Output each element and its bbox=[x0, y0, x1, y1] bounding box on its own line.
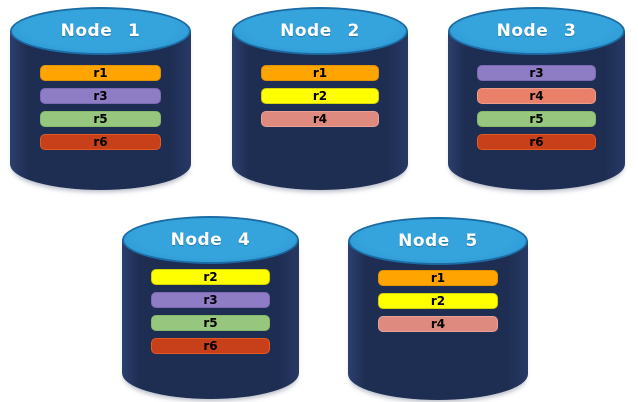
replica-r1: r1 bbox=[261, 65, 379, 81]
db-node-1: Node 1 r1 r3 r5 r6 bbox=[10, 7, 191, 190]
cylinder-body bbox=[232, 31, 408, 190]
replica-r2: r2 bbox=[151, 269, 270, 285]
cylinder-top: Node 4 bbox=[122, 216, 299, 264]
node-title: Node 5 bbox=[398, 231, 478, 251]
db-node-3: Node 3 r3 r4 r5 r6 bbox=[448, 7, 625, 190]
replica-r4: r4 bbox=[477, 88, 596, 104]
replica-r6: r6 bbox=[477, 134, 596, 150]
cylinder-body bbox=[448, 31, 625, 190]
replica-list: r2 r3 r5 r6 bbox=[122, 269, 299, 354]
cylinder-top: Node 3 bbox=[448, 7, 625, 55]
replica-list: r1 r2 r4 bbox=[348, 270, 528, 332]
replica-r2: r2 bbox=[261, 88, 379, 104]
replica-r1: r1 bbox=[377, 270, 499, 286]
replica-r5: r5 bbox=[151, 315, 270, 331]
node-title: Node 1 bbox=[60, 21, 141, 41]
cylinder-top: Node 5 bbox=[348, 217, 528, 265]
replica-list: r1 r2 r4 bbox=[232, 65, 408, 127]
replica-r3: r3 bbox=[39, 88, 162, 104]
replica-list: r3 r4 r5 r6 bbox=[448, 65, 625, 150]
replica-list: r1 r3 r5 r6 bbox=[10, 65, 191, 150]
node-title: Node 3 bbox=[496, 21, 577, 41]
node-title: Node 4 bbox=[170, 230, 251, 250]
replica-r2: r2 bbox=[377, 293, 499, 309]
cylinder-top: Node 1 bbox=[10, 7, 191, 55]
replica-r3: r3 bbox=[477, 65, 596, 81]
db-node-5: Node 5 r1 r2 r4 bbox=[348, 217, 528, 400]
db-node-4: Node 4 r2 r3 r5 r6 bbox=[122, 216, 299, 399]
replica-r6: r6 bbox=[151, 338, 270, 354]
replica-r6: r6 bbox=[39, 134, 162, 150]
replica-r4: r4 bbox=[377, 316, 499, 332]
replica-r4: r4 bbox=[261, 111, 379, 127]
cylinder-body bbox=[10, 31, 191, 190]
replica-r5: r5 bbox=[39, 111, 162, 127]
replica-r5: r5 bbox=[477, 111, 596, 127]
replica-r3: r3 bbox=[151, 292, 270, 308]
replica-r1: r1 bbox=[39, 65, 162, 81]
db-node-2: Node 2 r1 r2 r4 bbox=[232, 7, 408, 190]
node-title: Node 2 bbox=[280, 21, 360, 41]
cylinder-top: Node 2 bbox=[232, 7, 408, 55]
